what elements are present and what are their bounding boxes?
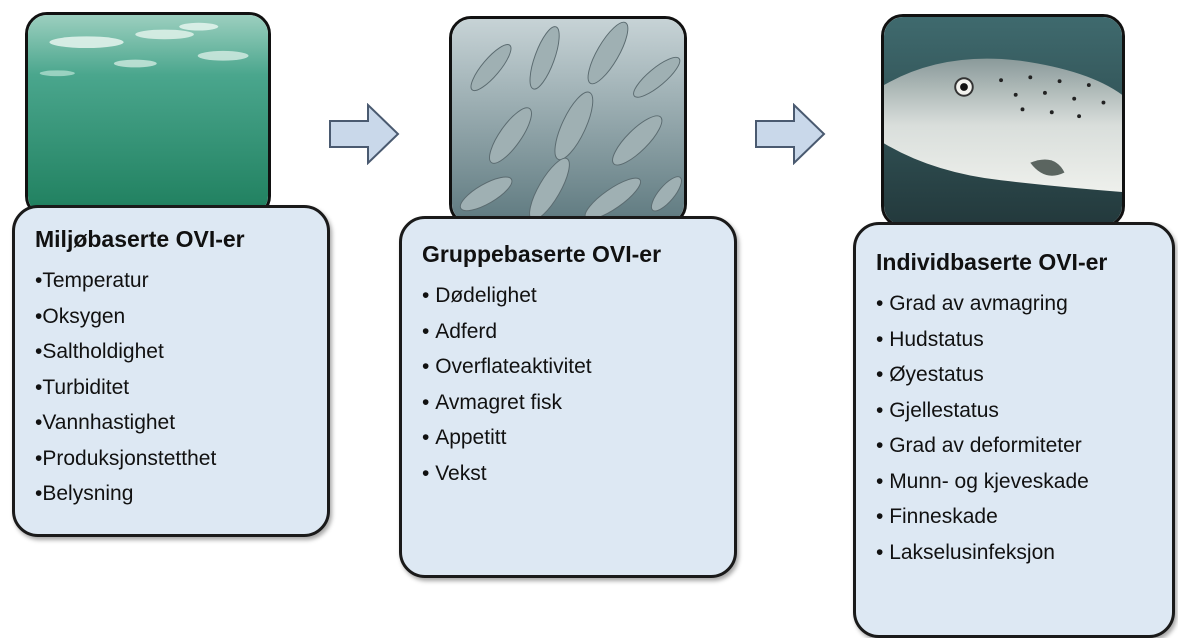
indicator-list: Temperatur Oksygen Saltholdighet Turbidi… bbox=[35, 263, 313, 512]
indicator-list: Grad av avmagring Hudstatus Øyestatus Gj… bbox=[876, 286, 1158, 570]
right-arrow-icon bbox=[329, 103, 400, 165]
list-item: Vannhastighet bbox=[35, 405, 313, 441]
list-item: Munn- og kjeveskade bbox=[876, 464, 1158, 500]
list-item: Hudstatus bbox=[876, 322, 1158, 358]
indicator-list: Dødelighet Adferd Overflateaktivitet Avm… bbox=[422, 278, 720, 491]
individual-ovi-card: Individbaserte OVI-er Grad av avmagring … bbox=[853, 222, 1175, 638]
list-item: Temperatur bbox=[35, 263, 313, 299]
list-item: Lakselusinfeksjon bbox=[876, 535, 1158, 571]
right-arrow-icon bbox=[755, 103, 826, 165]
list-item: Saltholdighet bbox=[35, 334, 313, 370]
underwater-surface-image bbox=[25, 12, 271, 218]
list-item: Adferd bbox=[422, 314, 720, 350]
list-item: Overflateaktivitet bbox=[422, 349, 720, 385]
list-item: Grad av deformiteter bbox=[876, 428, 1158, 464]
list-item: Vekst bbox=[422, 456, 720, 492]
list-item: Oksygen bbox=[35, 299, 313, 335]
list-item: Finneskade bbox=[876, 499, 1158, 535]
fish-school-image bbox=[449, 16, 687, 226]
list-item: Øyestatus bbox=[876, 357, 1158, 393]
list-item: Turbiditet bbox=[35, 370, 313, 406]
group-ovi-card: Gruppebaserte OVI-er Dødelighet Adferd O… bbox=[399, 216, 737, 578]
salmon-closeup-image bbox=[881, 14, 1125, 228]
list-item: Grad av avmagring bbox=[876, 286, 1158, 322]
list-item: Gjellestatus bbox=[876, 393, 1158, 429]
card-title: Gruppebaserte OVI-er bbox=[422, 241, 662, 267]
card-title: Miljøbaserte OVI-er bbox=[35, 226, 245, 252]
list-item: Appetitt bbox=[422, 420, 720, 456]
list-item: Belysning bbox=[35, 476, 313, 512]
environment-ovi-card: Miljøbaserte OVI-er Temperatur Oksygen S… bbox=[12, 205, 330, 537]
list-item: Avmagret fisk bbox=[422, 385, 720, 421]
card-title: Individbaserte OVI-er bbox=[876, 249, 1108, 275]
list-item: Produksjonstetthet bbox=[35, 441, 313, 477]
list-item: Dødelighet bbox=[422, 278, 720, 314]
